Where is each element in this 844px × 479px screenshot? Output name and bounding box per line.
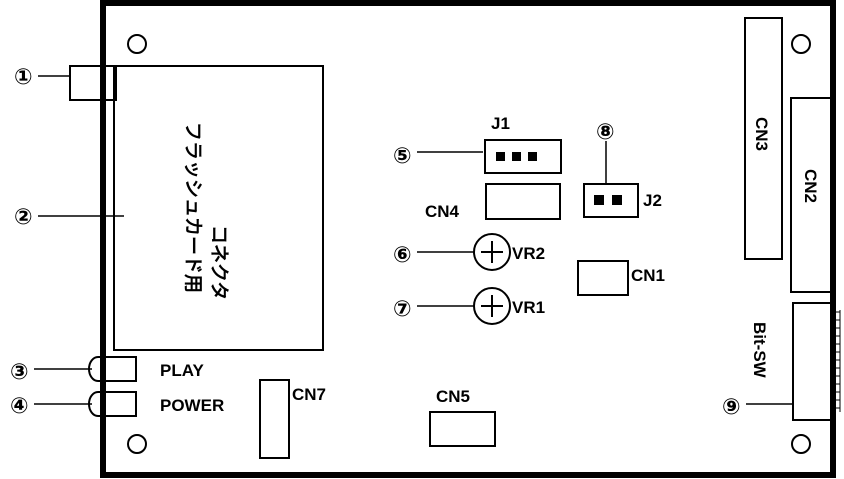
- mounting-hole-bottom-right: [791, 434, 811, 454]
- vr1-label: VR1: [512, 298, 545, 317]
- jumper-j1: [484, 139, 562, 174]
- mounting-hole-bottom-left: [127, 434, 147, 454]
- callout-6: ⑥: [393, 242, 412, 267]
- callout-7: ⑦: [393, 296, 412, 321]
- callout-9: ⑨: [722, 394, 741, 419]
- connector-cn2: [790, 97, 834, 293]
- mounting-hole-top-right: [791, 34, 811, 54]
- callout-4: ④: [10, 393, 29, 418]
- cn4-label: CN4: [425, 202, 460, 221]
- potentiometer-vr1: [473, 287, 511, 325]
- play-led-label: PLAY: [160, 361, 204, 380]
- jumper-j2: [583, 183, 639, 218]
- j2-pin-1: [594, 195, 604, 205]
- callout-8: ⑧: [596, 119, 615, 144]
- cn3-label: CN3: [752, 117, 771, 151]
- cn2-label: CN2: [801, 169, 820, 203]
- flash-card-connector: [113, 65, 324, 351]
- j1-label: J1: [491, 114, 510, 133]
- card-eject-tab: [69, 65, 117, 101]
- connector-cn1: [577, 260, 629, 296]
- bit-switch-label: Bit-SW: [750, 322, 769, 379]
- flash-connector-label-line1: フラッシュカード用: [182, 122, 204, 293]
- mounting-hole-top-left: [127, 34, 147, 54]
- connector-cn4: [485, 183, 561, 220]
- power-led-label: POWER: [160, 396, 224, 415]
- callout-2: ②: [14, 204, 33, 229]
- j1-pin-2: [512, 152, 521, 161]
- j2-pin-2: [612, 195, 622, 205]
- potentiometer-vr2: [473, 233, 511, 271]
- callout-5: ⑤: [393, 143, 412, 168]
- vr2-label: VR2: [512, 244, 545, 263]
- j1-pin-3: [528, 152, 537, 161]
- j1-pin-1: [496, 152, 505, 161]
- connector-cn7: [259, 379, 290, 459]
- callout-1: ①: [14, 64, 33, 89]
- power-led: [88, 391, 137, 417]
- connector-cn5: [429, 411, 496, 447]
- bit-switch: [792, 302, 834, 421]
- callout-3: ③: [10, 359, 29, 384]
- play-led: [88, 356, 137, 382]
- cn5-label: CN5: [436, 387, 470, 406]
- bit-switch-levers: [833, 310, 841, 412]
- cn7-label: CN7: [292, 385, 326, 404]
- cn1-label: CN1: [631, 266, 665, 285]
- j2-label: J2: [643, 191, 662, 210]
- flash-connector-label-line2: コネクタ: [208, 225, 230, 300]
- connector-cn3: [744, 17, 783, 260]
